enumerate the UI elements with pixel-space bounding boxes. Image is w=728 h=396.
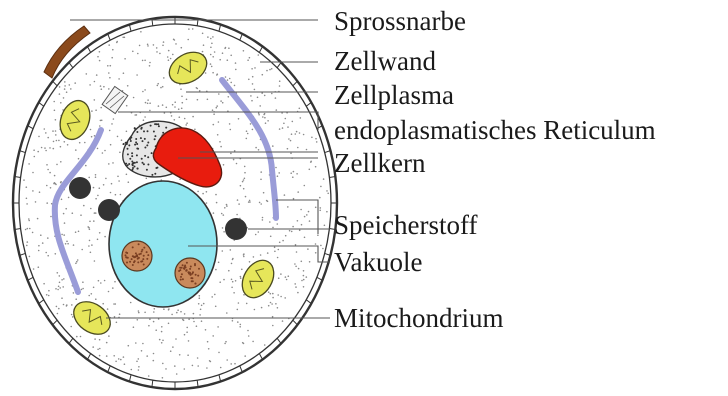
label-zellwand: Zellwand xyxy=(334,46,436,76)
storage-granule xyxy=(98,199,120,221)
vacuole xyxy=(109,181,217,307)
label-zellkern: Zellkern xyxy=(334,148,426,178)
label-vakuole: Vakuole xyxy=(334,247,422,277)
storage-granule xyxy=(225,218,247,240)
label-zellplasma: Zellplasma xyxy=(334,80,454,110)
label-mitochondrium: Mitochondrium xyxy=(334,303,504,333)
label-speicherstoff: Speicherstoff xyxy=(334,210,477,240)
label-er: endoplasmatisches Reticulum xyxy=(334,115,656,145)
label-sprossnarbe: Sprossnarbe xyxy=(334,6,466,36)
storage-granule xyxy=(69,177,91,199)
